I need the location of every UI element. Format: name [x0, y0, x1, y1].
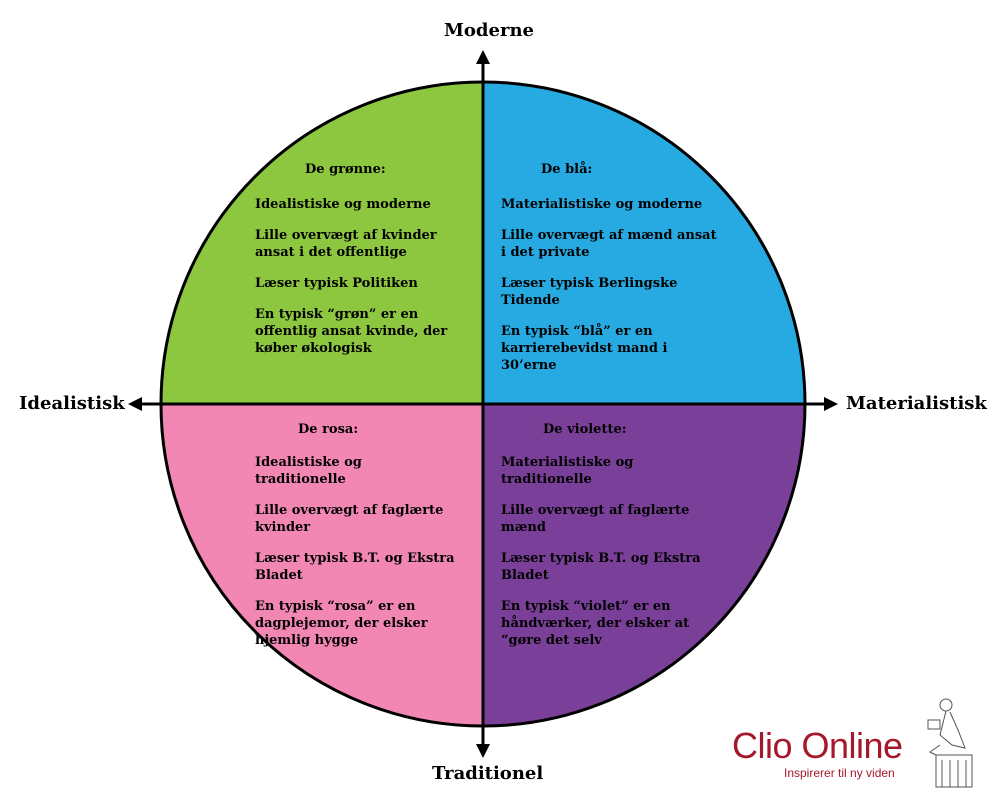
quadrant-text-green: Idealistiske og moderne Lille overvægt a…	[255, 196, 470, 371]
quadrant-text-blue: Materialistiske og moderne Lille overvæg…	[501, 196, 726, 388]
quadrant-title-blue: De blå:	[541, 162, 593, 177]
quadrant-title-green: De grønne:	[305, 162, 386, 177]
quadrant-line: Læser typisk B.T. og Ekstra Bladet	[255, 551, 455, 583]
arrow-right-icon	[824, 397, 838, 411]
quadrant-line: Lille overvægt af faglærte mænd	[501, 503, 690, 535]
quadrant-line: Idealistiske og moderne	[255, 197, 431, 212]
quadrant-line: Læser typisk B.T. og Ekstra Bladet	[501, 551, 701, 583]
quadrant-line: Lille overvægt af kvinder ansat i det of…	[255, 228, 437, 260]
axis-label-left: Idealistisk	[19, 393, 125, 414]
logo-name: Clio Online	[732, 725, 903, 766]
quadrant-line: Lille overvægt af faglærte kvinder	[255, 503, 444, 535]
quadrant-line: Læser typisk Politiken	[255, 276, 418, 291]
quadrant-line: Materialistiske og moderne	[501, 197, 703, 212]
quadrant-line: Idealistiske og traditionelle	[255, 455, 362, 487]
quadrant-line: Læser typisk Berlingske Tidende	[501, 276, 678, 308]
quadrant-line: En typisk “rosa” er en dagplejemor, der …	[255, 599, 428, 648]
statue-icon	[927, 698, 973, 788]
quadrant-text-violet: Materialistiske og traditionelle Lille o…	[501, 454, 726, 663]
quadrant-line: Lille overvægt af mænd ansat i det priva…	[501, 228, 717, 260]
axis-label-top: Moderne	[444, 20, 534, 41]
arrow-up-icon	[476, 50, 490, 64]
arrow-down-icon	[476, 744, 490, 758]
quadrant-line: En typisk “blå” er en karrierebevidst ma…	[501, 324, 668, 373]
axis-label-right: Materialistisk	[846, 393, 987, 414]
clio-online-logo: Clio Online Inspirerer til ny viden	[732, 725, 903, 781]
quadrant-text-pink: Idealistiske og traditionelle Lille over…	[255, 454, 455, 663]
quadrant-title-violet: De violette:	[543, 422, 627, 437]
quadrant-line: Materialistiske og traditionelle	[501, 455, 634, 487]
quadrant-title-pink: De rosa:	[298, 422, 359, 437]
arrow-left-icon	[128, 397, 142, 411]
logo-tagline: Inspirerer til ny viden	[784, 766, 895, 780]
quadrant-line: En typisk “grøn” er en offentlig ansat k…	[255, 307, 448, 356]
quadrant-line: En typisk “violet” er en håndværker, der…	[501, 599, 690, 648]
axis-label-bottom: Traditionel	[432, 763, 544, 784]
